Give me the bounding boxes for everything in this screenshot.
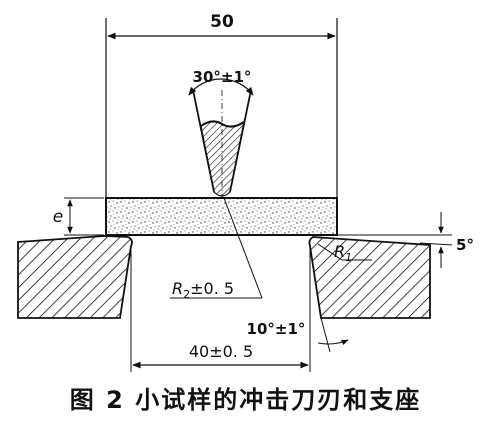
- r1-callout: R1: [317, 242, 372, 264]
- width-dimension: 50: [105, 12, 338, 198]
- span-label: 40±0. 5: [189, 342, 253, 361]
- span-dimension: 40±0. 5: [130, 246, 311, 372]
- left-support: [17, 235, 133, 319]
- width-label: 50: [210, 12, 234, 32]
- knife-angle-dimension: 30°±1°: [188, 68, 254, 96]
- r2-label: R2±0. 5: [172, 279, 234, 301]
- r1-label: R1: [334, 242, 352, 264]
- specimen-angle-label: 5°: [456, 236, 474, 254]
- knife-angle-label: 30°±1°: [193, 68, 252, 86]
- right-support: [308, 236, 431, 319]
- figure-caption: 图 2 小试样的冲击刀刃和支座: [69, 386, 422, 414]
- r2-callout: R2±0. 5: [170, 197, 263, 301]
- thickness-label: e: [53, 207, 63, 227]
- specimen: [105, 197, 338, 236]
- thickness-dimension: e: [53, 197, 104, 236]
- striker-knife: [192, 89, 252, 200]
- support-angle-label: 10°±1°: [247, 320, 306, 338]
- specimen-angle-dimension: 5°: [337, 212, 474, 268]
- support-angle-dimension: 10°±1°: [247, 317, 349, 353]
